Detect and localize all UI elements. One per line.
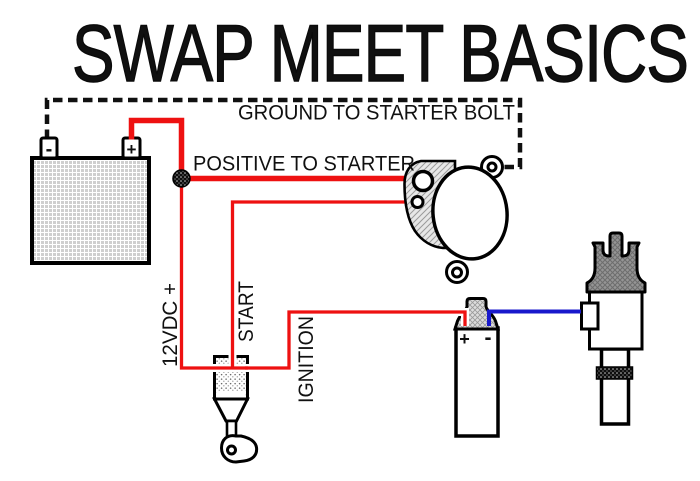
ignition-switch [212,355,259,464]
starter-positive-post-hole [411,169,435,193]
coil-positive-symbol: + [459,329,470,349]
junction-dot [172,169,191,188]
positive-label: POSITIVE TO STARTER [193,153,415,176]
distributor [580,231,647,426]
starter-bottom-ear-hole [451,266,463,279]
ground-label: GROUND TO STARTER BOLT [238,102,515,125]
ground-loop-wire [44,97,523,170]
start-wire [230,200,416,368]
battery-positive-symbol: + [127,140,137,159]
key-bow-hole [226,444,237,456]
start-label: START [235,281,258,342]
coil-negative-symbol: - [485,327,492,350]
distributor-terminal [580,301,600,331]
key-bow [219,434,259,464]
distributor-shaft [599,347,631,426]
start-wire-casing [228,198,416,368]
starter-solenoid-terminal-hole [410,195,425,209]
coil-to-distributor-wire [487,309,581,326]
battery-to-starter-wire [128,117,424,182]
starter-body [431,165,509,261]
ignition-label: IGNITION [295,316,318,403]
battery [30,136,151,265]
distributor-clamp-collar [595,366,634,380]
distributor-cap [585,231,647,294]
coil-body [454,326,500,438]
ignition-switch-body-band [216,391,246,398]
ignition-wire-casing [245,308,469,372]
switch-feed-wire [179,178,248,370]
battery-negative-terminal [39,136,59,160]
ignition-switch-taper [212,397,250,423]
battery-feed-label: 12VDC + [159,283,182,367]
starter-top-ear-hole [486,161,498,173]
battery-negative-symbol: - [46,139,53,161]
ignition-wire [245,310,467,370]
starter [403,155,509,284]
page-title: SWAP MEET BASICS [72,9,688,99]
battery-body [30,156,151,265]
